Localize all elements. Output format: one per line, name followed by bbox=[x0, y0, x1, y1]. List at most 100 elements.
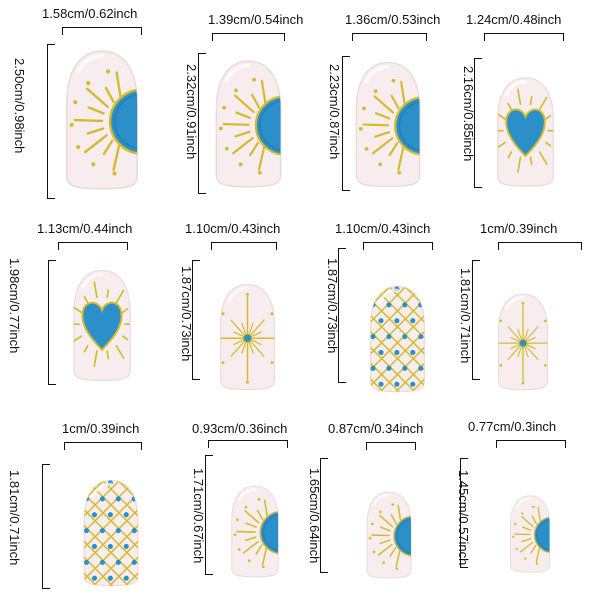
blue-dot bbox=[378, 381, 384, 387]
gold-ray bbox=[106, 289, 110, 299]
nail-highlight bbox=[76, 54, 104, 74]
nail-highlight bbox=[237, 487, 257, 502]
blue-half-disc bbox=[259, 510, 279, 555]
height-bracket bbox=[42, 464, 50, 589]
gold-ray bbox=[377, 543, 393, 556]
height-bracket bbox=[472, 260, 480, 380]
blue-center-dot bbox=[518, 338, 528, 348]
blue-dot bbox=[410, 381, 416, 387]
gold-ray bbox=[517, 329, 522, 340]
gold-ray bbox=[233, 94, 255, 114]
blue-dot bbox=[378, 349, 384, 356]
gold-dot bbox=[258, 170, 262, 175]
gold-dot bbox=[395, 567, 399, 570]
gold-dot bbox=[373, 89, 378, 94]
gold-ray bbox=[234, 130, 251, 138]
width-label: 1.39cm/0.54inch bbox=[208, 12, 304, 27]
height-bracket bbox=[474, 58, 482, 188]
width-bracket bbox=[498, 242, 582, 250]
nail-highlight bbox=[224, 63, 251, 83]
gold-ray bbox=[235, 111, 252, 120]
gold-ray bbox=[379, 526, 391, 532]
width-bracket bbox=[62, 27, 142, 35]
blue-dot bbox=[140, 544, 145, 549]
height-label: 1.65cm/0.64inch bbox=[307, 468, 322, 564]
gold-dot bbox=[222, 105, 227, 110]
half-sun-icon bbox=[368, 503, 411, 570]
blue-dot bbox=[363, 286, 368, 291]
gold-ray bbox=[395, 548, 401, 568]
gold-ray bbox=[517, 88, 522, 106]
gold-lattice-line bbox=[370, 286, 402, 392]
gold-dot bbox=[368, 536, 372, 540]
gold-dot bbox=[499, 319, 503, 323]
width-bracket bbox=[211, 242, 277, 250]
height-label: 2.50cm/0.98inch bbox=[12, 58, 27, 154]
gold-dot bbox=[221, 312, 225, 316]
gold-ray bbox=[535, 546, 541, 563]
gold-ray bbox=[73, 118, 104, 123]
width-bracket bbox=[484, 33, 564, 41]
blue-dot bbox=[394, 318, 400, 324]
width-label: 1.58cm/0.62inch bbox=[42, 6, 138, 21]
blue-dot bbox=[123, 480, 129, 486]
nail-tip bbox=[498, 293, 548, 391]
nail-tip bbox=[360, 284, 435, 394]
gold-dot bbox=[524, 557, 527, 560]
heart-icon bbox=[497, 88, 554, 174]
height-bracket bbox=[320, 458, 328, 573]
gold-ray bbox=[83, 344, 89, 353]
gold-lattice-line bbox=[84, 480, 138, 586]
gold-ray bbox=[374, 131, 391, 138]
blue-dot bbox=[378, 318, 384, 324]
gold-dot bbox=[236, 518, 239, 522]
gold-ray bbox=[121, 308, 129, 314]
gold-dot bbox=[535, 562, 539, 565]
gold-ray bbox=[526, 344, 536, 350]
gold-lattice-line bbox=[370, 286, 425, 392]
gold-ray bbox=[545, 114, 552, 120]
gold-ray bbox=[241, 342, 247, 354]
height-bracket bbox=[198, 53, 206, 194]
blue-dot bbox=[84, 559, 90, 565]
blue-heart bbox=[81, 301, 123, 352]
blue-dot bbox=[426, 382, 431, 387]
gold-ray bbox=[244, 536, 257, 542]
blue-dot bbox=[426, 318, 431, 323]
gold-ray bbox=[525, 326, 539, 341]
gold-ray bbox=[530, 544, 537, 554]
gold-ray bbox=[378, 514, 394, 528]
gold-dot bbox=[252, 77, 256, 82]
nail-tip bbox=[66, 50, 138, 190]
gold-dot bbox=[362, 106, 366, 111]
nail-tip bbox=[220, 283, 275, 391]
gold-lattice-line bbox=[426, 284, 435, 394]
gold-ray bbox=[250, 319, 265, 336]
gold-lattice-line bbox=[84, 480, 132, 586]
gold-ray bbox=[248, 322, 254, 335]
blue-dot bbox=[434, 334, 435, 339]
gold-ray bbox=[400, 80, 407, 108]
blue-dot bbox=[370, 333, 376, 340]
blue-dot bbox=[363, 318, 368, 323]
gold-lattice-line bbox=[434, 284, 435, 394]
gold-dot bbox=[543, 364, 547, 367]
gold-dot bbox=[521, 381, 525, 385]
gold-dot bbox=[233, 533, 237, 537]
gold-ray bbox=[510, 344, 520, 350]
blue-dot bbox=[131, 559, 137, 565]
gold-lattice-line bbox=[84, 480, 138, 586]
blue-dot bbox=[131, 527, 137, 534]
gold-dot bbox=[257, 498, 261, 501]
gold-lattice-line bbox=[360, 284, 361, 394]
width-bracket bbox=[64, 442, 142, 450]
blue-dot bbox=[140, 576, 145, 581]
blue-shade bbox=[536, 519, 550, 551]
nail-tip bbox=[497, 77, 554, 187]
gold-dot bbox=[499, 364, 503, 367]
blue-dot bbox=[115, 559, 121, 565]
width-label: 0.77cm/0.3inch bbox=[468, 419, 557, 434]
